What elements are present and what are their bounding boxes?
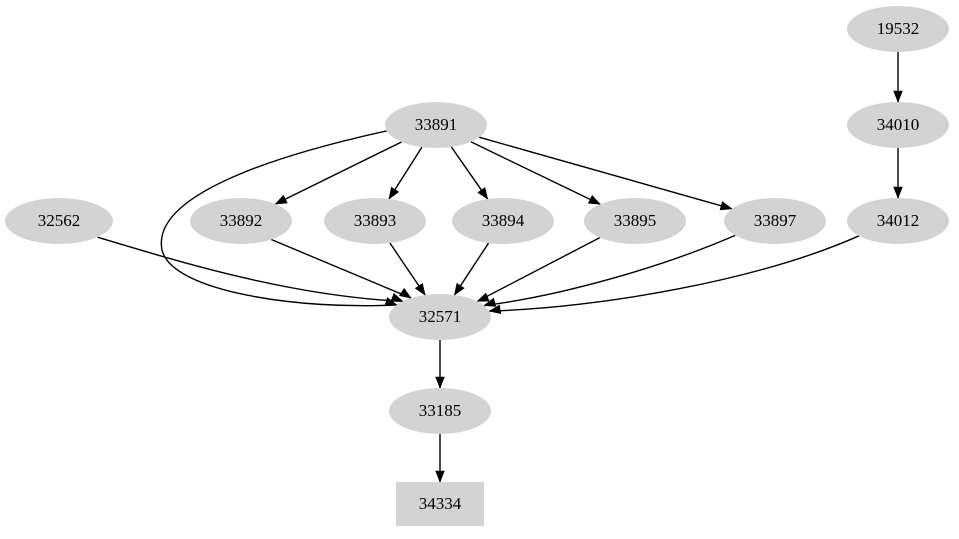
graph-node-33897[interactable]: 33897	[724, 198, 826, 244]
arrowhead-icon	[587, 195, 601, 205]
node-ellipse-shape[interactable]	[324, 198, 426, 244]
graph-node-32571[interactable]: 32571	[389, 294, 491, 340]
node-ellipse-shape[interactable]	[724, 198, 826, 244]
graph-node-33893[interactable]: 33893	[324, 198, 426, 244]
arrowhead-icon	[483, 297, 497, 307]
arrowhead-icon	[398, 287, 412, 299]
node-box-shape[interactable]	[396, 482, 484, 526]
edge-33891-to-33897	[479, 136, 733, 211]
arrowhead-icon	[390, 292, 404, 302]
arrowhead-icon	[274, 194, 288, 205]
node-ellipse-shape[interactable]	[452, 198, 554, 244]
graph-node-34334[interactable]: 34334	[396, 482, 484, 526]
graph-node-34012[interactable]: 34012	[847, 198, 949, 244]
edge-line	[97, 236, 403, 303]
node-ellipse-shape[interactable]	[389, 294, 491, 340]
edge-32571-to-33185	[435, 340, 445, 389]
node-ellipse-shape[interactable]	[190, 198, 292, 244]
node-ellipse-shape[interactable]	[847, 6, 949, 52]
node-ellipse-shape[interactable]	[584, 198, 686, 244]
edge-33893-to-32571	[389, 242, 426, 296]
edge-32562-to-32571	[97, 236, 404, 303]
edge-19532-to-34010	[893, 52, 903, 103]
edge-34012-to-32571	[488, 235, 860, 314]
arrowhead-icon	[435, 376, 445, 389]
edge-line	[160, 130, 397, 307]
node-ellipse-shape[interactable]	[5, 198, 113, 244]
edge-line	[484, 234, 736, 307]
edge-33891-to-33892	[274, 141, 402, 205]
graph-node-19532[interactable]: 19532	[847, 6, 949, 52]
node-ellipse-shape[interactable]	[847, 102, 949, 148]
edge-33895-to-32571	[476, 237, 601, 302]
edge-line	[470, 141, 601, 205]
edge-line	[271, 238, 412, 299]
graph-node-33892[interactable]: 33892	[190, 198, 292, 244]
edge-33185-to-34334	[435, 434, 445, 483]
edge-34010-to-34012	[893, 148, 903, 199]
arrowhead-icon	[893, 90, 903, 103]
arrowhead-icon	[488, 304, 502, 314]
arrowhead-icon	[414, 282, 426, 296]
arrowhead-icon	[476, 292, 490, 302]
graph-node-33185[interactable]: 33185	[389, 388, 491, 434]
edge-line	[489, 235, 860, 312]
node-ellipse-shape[interactable]	[385, 102, 487, 148]
graph-node-33894[interactable]: 33894	[452, 198, 554, 244]
graph-node-34010[interactable]: 34010	[847, 102, 949, 148]
arrowhead-icon	[719, 201, 733, 211]
edge-33892-to-32571	[271, 238, 412, 299]
edge-33897-to-32571	[483, 234, 736, 307]
edge-line	[476, 237, 601, 302]
arrowhead-icon	[893, 186, 903, 199]
edges-layer	[97, 52, 903, 483]
edge-line	[275, 141, 402, 205]
nodes-layer: 19532 34010 34012 33891 32562 33892 33893 33894…	[5, 6, 949, 526]
edge-33891-to-33895	[470, 141, 601, 205]
arrowhead-icon	[477, 187, 489, 200]
arrowhead-icon	[435, 470, 445, 483]
node-ellipse-shape[interactable]	[389, 388, 491, 434]
edge-33891-to-33893	[388, 146, 423, 200]
node-ellipse-shape[interactable]	[847, 198, 949, 244]
graph-node-33891[interactable]: 33891	[385, 102, 487, 148]
edge-33891-to-33894	[450, 146, 489, 200]
edge-line	[479, 136, 732, 210]
graph-node-32562[interactable]: 32562	[5, 198, 113, 244]
graph-node-33895[interactable]: 33895	[584, 198, 686, 244]
edge-33894-to-32571	[453, 242, 490, 296]
arrowhead-icon	[388, 186, 400, 200]
arrowhead-icon	[454, 282, 465, 296]
